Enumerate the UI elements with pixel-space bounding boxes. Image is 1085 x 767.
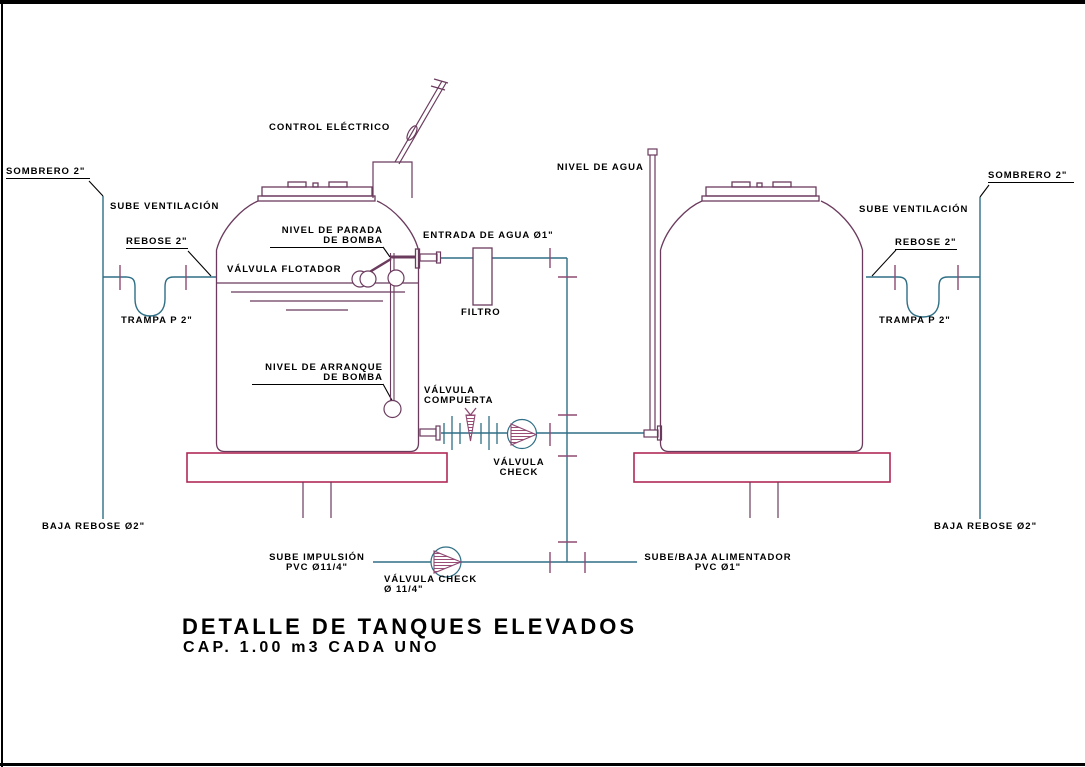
label-nivel-parada-bomba: NIVEL DE PARADA DE BOMBA: [270, 226, 383, 248]
label-sube-ventilacion-right: SUBE VENTILACIÓN: [859, 204, 969, 215]
label-rebose-right: REBOSE 2": [895, 237, 957, 250]
label-entrada-de-agua: ENTRADA DE AGUA Ø1": [423, 230, 554, 241]
union-ticks: [443, 416, 498, 450]
p-trap-right: [866, 276, 980, 318]
label-valvula-flotador: VÁLVULA FLOTADOR: [227, 264, 342, 275]
tank-inlet-stub: [419, 251, 442, 264]
riser-ticks: [549, 248, 577, 543]
inlet-line: [441, 257, 568, 562]
drawing-subtitle: CAP. 1.00 m3 CADA UNO: [183, 639, 440, 656]
label-sube-ventilacion-left: SUBE VENTILACIÓN: [110, 201, 220, 212]
outlet-stub: [419, 425, 441, 441]
label-valvula-compuerta: VÁLVULA COMPUERTA: [424, 385, 494, 406]
left-trap-ticks: [119, 265, 187, 290]
label-filtro: FILTRO: [461, 307, 501, 318]
support-slabs: [186, 452, 891, 518]
label-trampa-right: TRAMPA P 2": [879, 315, 951, 326]
label-sombrero-right: SOMBRERO 2": [988, 171, 1074, 183]
label-baja-rebose-right: BAJA REBOSE Ø2": [934, 521, 1038, 532]
label-rebose-left: REBOSE 2": [126, 236, 188, 249]
level-gauge: [643, 148, 663, 441]
label-sombrero-left: SOMBRERO 2": [6, 167, 90, 179]
left-overflow-piping: [102, 196, 216, 519]
feed-line-ticks: [549, 552, 586, 573]
left-tank: [215, 181, 420, 453]
filter: [472, 247, 493, 306]
label-sube-baja-alimentador: SUBE/BAJA ALIMENTADOR PVC Ø1": [644, 552, 792, 573]
label-sube-impulsion: SUBE IMPULSIÓN PVC Ø11/4": [269, 552, 365, 573]
gate-valve: [464, 407, 477, 442]
foot-strainer: [383, 399, 402, 419]
electric-control-conduit: [372, 78, 449, 198]
drawing-title: DETALLE DE TANQUES ELEVADOS: [182, 614, 638, 639]
right-trap-ticks: [894, 265, 959, 290]
p-trap-left: [103, 276, 216, 317]
label-trampa-left: TRAMPA P 2": [121, 315, 193, 326]
leader-lines: [88, 180, 990, 405]
label-nivel-de-agua: NIVEL DE AGUA: [557, 162, 644, 173]
label-nivel-arranque-bomba: NIVEL DE ARRANQUE DE BOMBA: [252, 363, 383, 385]
check-valve-lower: [430, 546, 463, 578]
label-baja-rebose-left: BAJA REBOSE Ø2": [42, 521, 146, 532]
label-valvula-check-upper: VÁLVULA CHECK: [493, 457, 545, 478]
label-control-electrico: CONTROL ELÉCTRICO: [269, 122, 391, 133]
right-tank: [659, 181, 864, 453]
right-overflow-piping: [866, 197, 981, 519]
label-valvula-check-lower: VÁLVULA CHECK Ø 11/4": [384, 574, 478, 595]
check-valve-upper: [506, 418, 538, 450]
float-valve: [351, 248, 421, 419]
